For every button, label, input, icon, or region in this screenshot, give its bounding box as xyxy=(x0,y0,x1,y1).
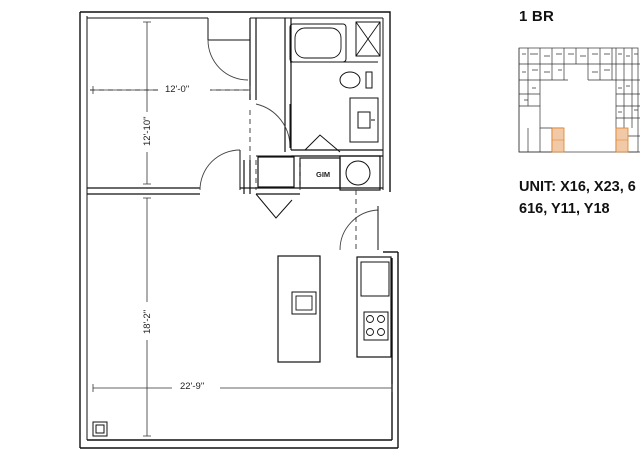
dim-living-depth: 18'-2" xyxy=(142,310,153,334)
corner-mark-outer xyxy=(92,421,108,437)
keyplan-detail xyxy=(522,53,638,113)
bath-left-wall xyxy=(284,18,292,152)
dim-tick xyxy=(92,86,251,94)
floor-plan: 12'-0" 12'-10" 18'-2" 22'-9" GIM xyxy=(79,11,399,449)
range xyxy=(363,311,389,341)
kitchen-island xyxy=(277,255,321,363)
exterior-wall-bottom xyxy=(80,439,398,449)
key-plan-map xyxy=(518,47,640,153)
vanity-sink xyxy=(357,111,371,129)
island-sink xyxy=(291,291,317,315)
burner-3 xyxy=(366,328,374,336)
utility-bottom-wall xyxy=(256,187,383,195)
unit-list: UNIT: X16, X23, 6 616, Y11, Y18 xyxy=(519,176,636,220)
closet-label: GIM xyxy=(316,170,330,179)
kitchen-counter xyxy=(356,256,392,358)
entry-door-swing xyxy=(339,209,379,251)
toilet-tank xyxy=(365,71,373,89)
bath-bottom-wall xyxy=(291,149,383,157)
dim-tick xyxy=(143,21,151,185)
unit-list-line-1: UNIT: X16, X23, 6 xyxy=(519,179,636,195)
keyplan-grid xyxy=(519,48,640,152)
dim-tick xyxy=(143,197,151,437)
unit-list-line-2: 616, Y11, Y18 xyxy=(519,201,610,217)
corner-mark-inner xyxy=(95,424,105,434)
bedroom-right-wall xyxy=(249,18,257,100)
fridge xyxy=(360,261,390,297)
dim-tick xyxy=(92,384,393,392)
dim-bedroom-depth: 12'-10" xyxy=(142,117,153,146)
closet-gim xyxy=(257,156,295,188)
unit-type-title: 1 BR xyxy=(519,8,554,25)
shower-box xyxy=(355,21,381,57)
shower-x xyxy=(355,21,381,57)
bathtub xyxy=(289,23,347,63)
dim-bedroom-width: 12'-0" xyxy=(165,84,189,95)
utility-door-diagonal xyxy=(304,134,341,153)
burner-2 xyxy=(377,315,385,323)
burner-1 xyxy=(366,315,374,323)
exterior-wall-top xyxy=(80,11,391,192)
washer-drum xyxy=(345,160,371,186)
dim-living-width: 22'-9" xyxy=(180,381,204,392)
bedroom-door-swing xyxy=(199,149,241,191)
vanity xyxy=(349,97,379,143)
diag-door xyxy=(255,193,293,219)
bedroom-bottom-wall xyxy=(87,187,200,195)
burner-4 xyxy=(377,328,385,336)
bathtub-inner xyxy=(294,27,342,59)
toilet-bowl xyxy=(339,71,361,89)
bedroom-right-wall-lower xyxy=(243,160,251,194)
closet-door-swing xyxy=(207,39,249,81)
exterior-wall-right-lower xyxy=(391,252,399,448)
island-sink-basin xyxy=(295,295,313,311)
